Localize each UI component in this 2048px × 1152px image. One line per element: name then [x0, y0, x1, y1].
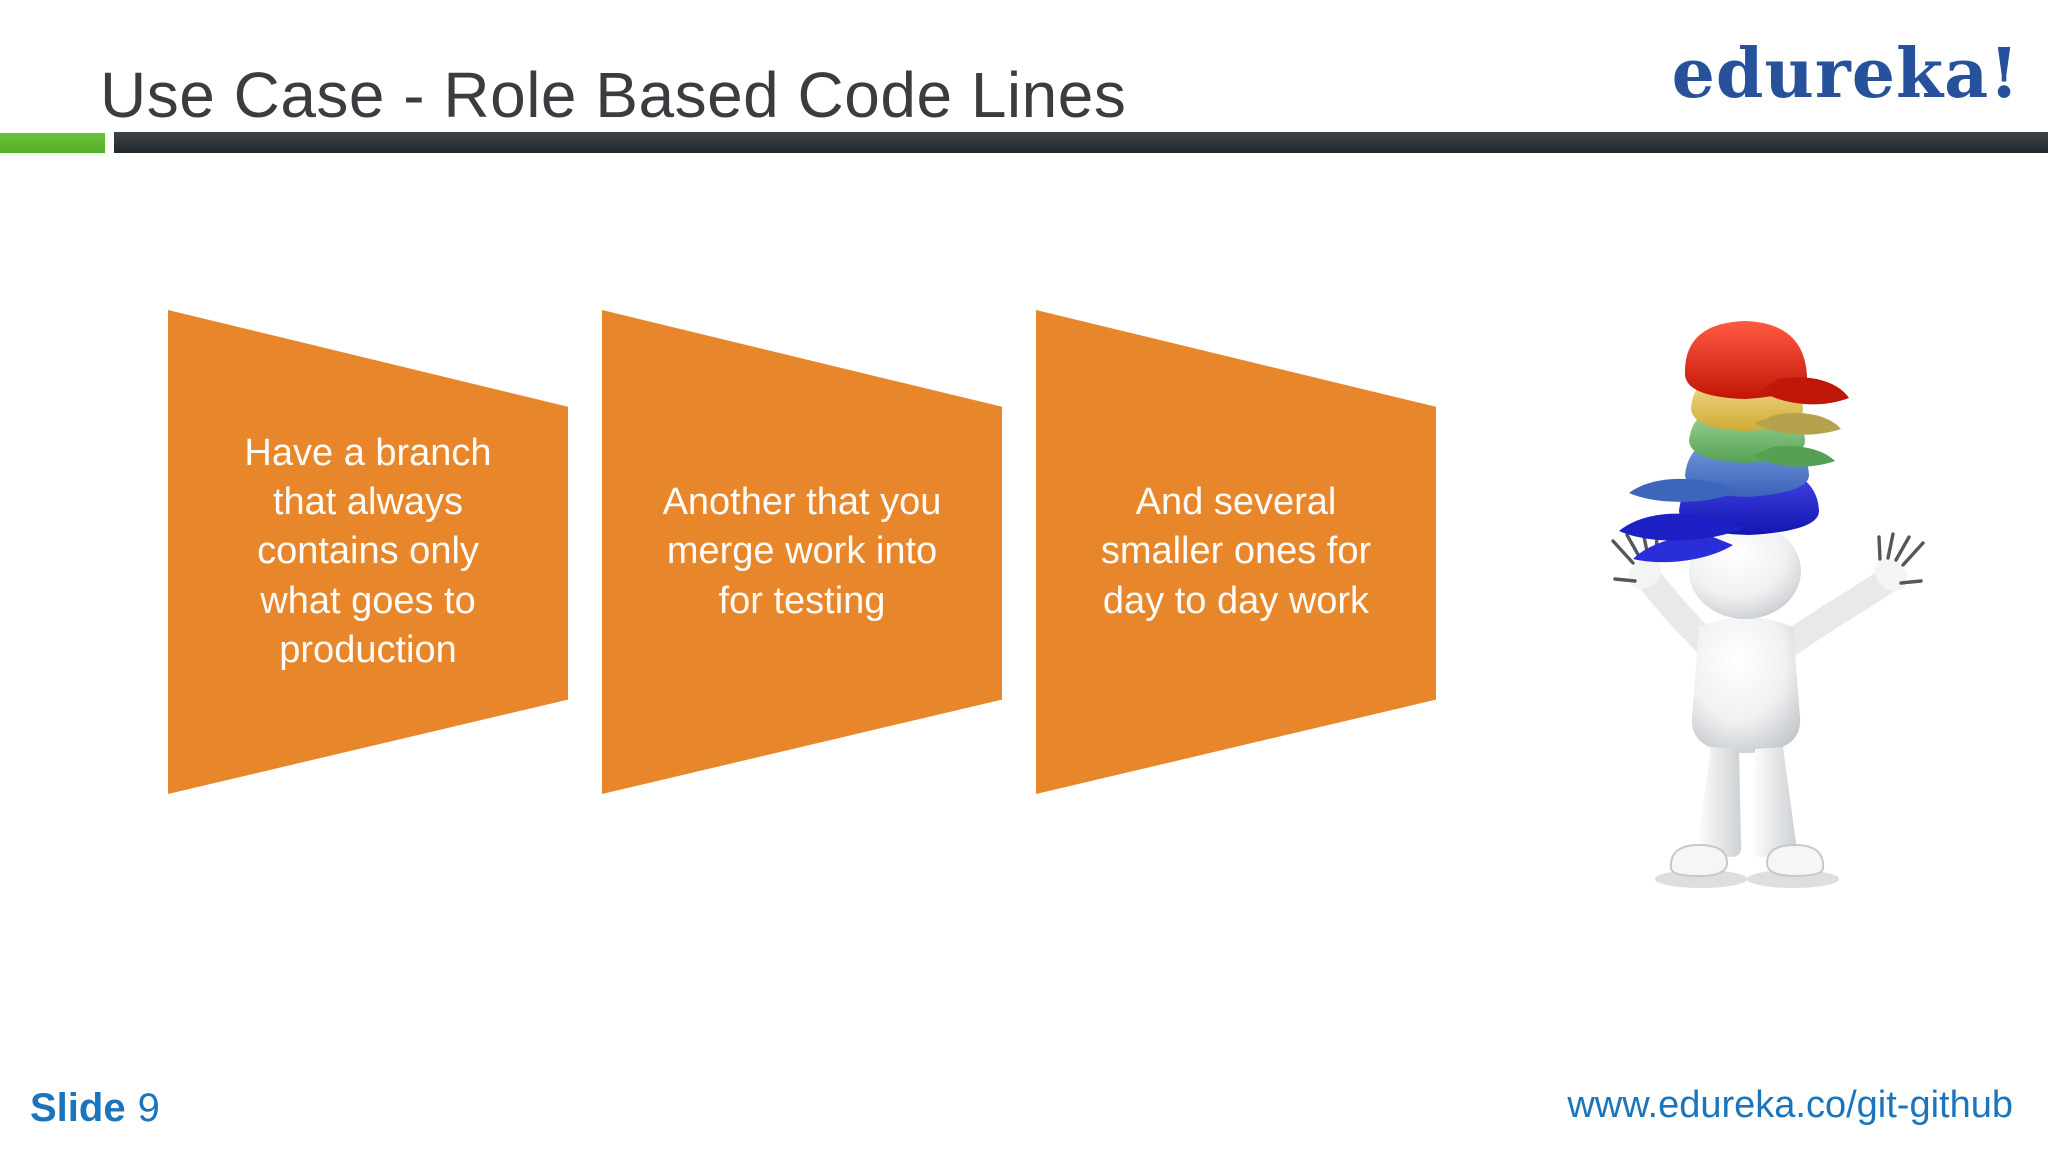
diagram-item-text: Another that you merge work into for tes… [662, 480, 942, 622]
diagram-item-testing-branch: Another that you merge work into for tes… [602, 310, 1002, 794]
slide-number-value: 9 [137, 1086, 160, 1130]
diagram-item-text: And several smaller ones for day to day … [1100, 480, 1372, 622]
cap-red [1684, 321, 1849, 405]
slide-title: Use Case - Role Based Code Lines [100, 59, 1127, 131]
green-accent-bar [0, 133, 105, 153]
diagram-item-text: Have a branch that always contains only … [244, 431, 492, 672]
diagram-item-production-branch: Have a branch that always contains only … [168, 310, 568, 794]
figure-feet [1669, 843, 1825, 878]
footer-url: www.edureka.co/git-github [1567, 1084, 2013, 1126]
figure-torso [1691, 617, 1801, 753]
dark-divider-bar [114, 132, 2048, 153]
edureka-logo: edureka! [1671, 34, 2020, 114]
figure-legs [1697, 747, 1797, 857]
slide-number-label: Slide [30, 1086, 126, 1130]
balancing-caps-figure-illustration [1553, 295, 1953, 895]
diagram-item-daily-work-branches: And several smaller ones for day to day … [1036, 310, 1436, 794]
